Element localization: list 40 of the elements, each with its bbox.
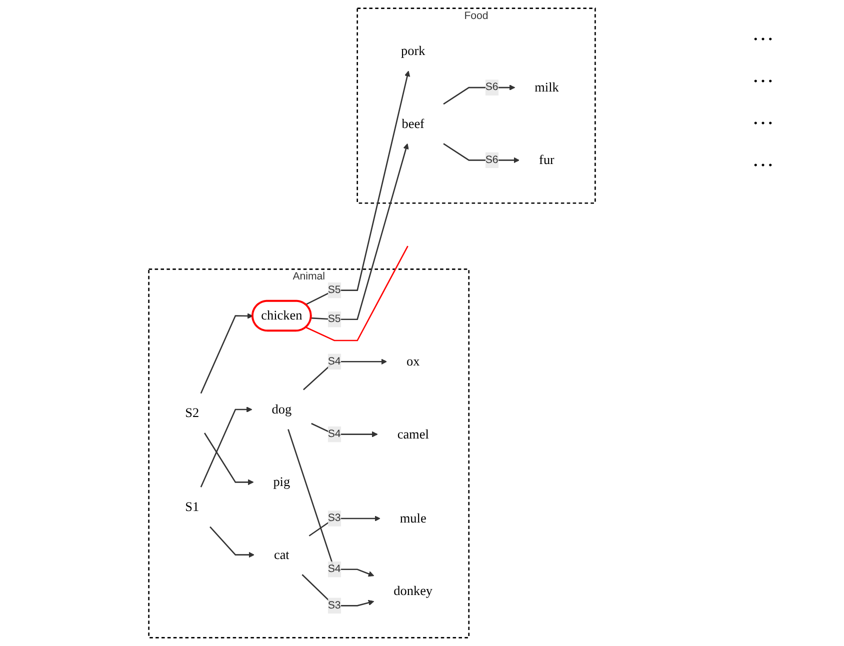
node-text: mule: [400, 511, 426, 526]
arrow: [443, 143, 520, 164]
edge-label: S5: [328, 313, 341, 325]
node-text: S1: [185, 500, 200, 514]
edge-label: S4: [328, 428, 341, 440]
node-text: S2: [185, 406, 200, 420]
node-text: cat: [274, 548, 290, 562]
arrow: [204, 432, 254, 486]
edge-label: S4: [328, 356, 341, 367]
edge-label: S6: [485, 82, 498, 93]
arrow: [288, 429, 374, 577]
node-text: fur: [539, 152, 554, 168]
node-text: pig: [273, 474, 290, 490]
node-text: chicken: [261, 308, 302, 323]
arrow: [305, 70, 410, 306]
node-text: pork: [400, 44, 426, 58]
node-text: camel: [397, 427, 429, 442]
arrow: [200, 313, 254, 394]
node-text: ox: [406, 354, 420, 369]
edge-label: S6: [485, 154, 498, 166]
edge-label: S5: [328, 284, 341, 296]
arrow: [302, 574, 374, 606]
ellipsis-label: …: [752, 20, 775, 46]
ellipsis-label: …: [752, 104, 775, 130]
ellipsis-label: …: [752, 62, 775, 88]
edge-label: S3: [328, 600, 341, 611]
arrow: [311, 143, 409, 320]
arrow: [308, 516, 380, 536]
edge-label: S3: [328, 512, 341, 524]
arrow: [210, 526, 254, 558]
node-text: beef: [402, 116, 424, 132]
arrow: [200, 406, 252, 488]
connector: [306, 246, 408, 342]
arrow: [443, 84, 516, 105]
arrow: [303, 358, 387, 390]
node-text: milk: [534, 80, 559, 95]
ellipsis-label: …: [752, 146, 775, 172]
node-text: donkey: [394, 584, 433, 598]
edge-label: S4: [328, 563, 341, 575]
node-text: dog: [272, 402, 292, 417]
